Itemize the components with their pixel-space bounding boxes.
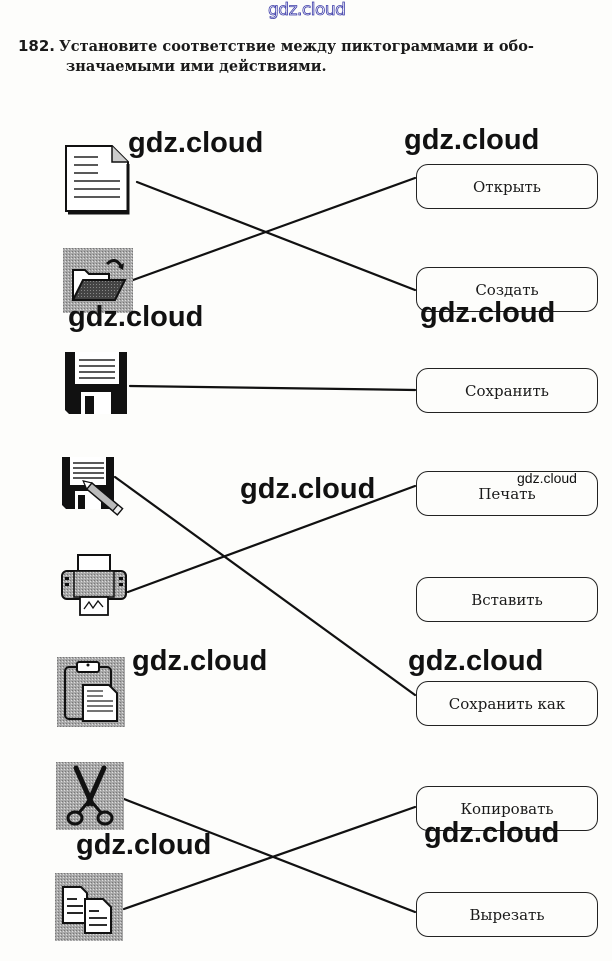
watermark: gdz.cloud	[240, 473, 376, 505]
action-box-cut[interactable]: Вырезать	[416, 892, 598, 937]
new-document-icon	[65, 145, 130, 215]
watermark: gdz.cloud	[76, 829, 212, 861]
save-floppy-icon	[65, 352, 127, 414]
action-label: Сохранить как	[448, 694, 566, 713]
line-open-to-open	[131, 176, 417, 282]
watermark: gdz.cloud	[68, 301, 204, 333]
task-text-line1: Установите соответствие между пиктограмм…	[59, 38, 534, 55]
line-print-to-print	[126, 484, 417, 594]
action-label: Сохранить	[465, 381, 549, 400]
action-label: Печать	[478, 484, 536, 503]
watermark: gdz.cloud	[128, 127, 264, 159]
watermark: gdz.cloud	[404, 124, 540, 156]
watermark: gdz.cloud	[424, 817, 560, 849]
open-folder-icon	[63, 248, 133, 313]
copy-documents-icon	[55, 873, 123, 941]
watermark-top: gdz.cloud	[268, 0, 347, 20]
action-label: Вырезать	[469, 905, 545, 924]
watermark: gdz.cloud	[408, 645, 544, 677]
line-save-to-save	[128, 384, 417, 392]
paste-clipboard-icon	[57, 657, 125, 727]
save-as-floppy-pencil-icon	[62, 457, 124, 516]
line-copy-to-copy	[122, 805, 417, 911]
watermark: gdz.cloud	[517, 470, 577, 486]
action-box-create[interactable]: Создать	[416, 267, 598, 312]
line-cut-to-cut	[122, 797, 417, 914]
line-saveas-to-saveas	[113, 475, 417, 697]
action-label: Открыть	[473, 177, 541, 196]
watermark: gdz.cloud	[420, 297, 556, 329]
action-box-open[interactable]: Открыть	[416, 164, 598, 209]
task-statement: 182.Установите соответствие между пиктог…	[18, 36, 598, 77]
task-text-line2: значаемыми ими действиями.	[66, 58, 327, 75]
line-new-to-create	[135, 180, 417, 292]
action-box-save[interactable]: Сохранить	[416, 368, 598, 413]
action-box-print[interactable]: Печать	[416, 471, 598, 516]
action-box-paste[interactable]: Вставить	[416, 577, 598, 622]
action-label: Вставить	[471, 590, 543, 609]
action-box-save-as[interactable]: Сохранить как	[416, 681, 598, 726]
task-number: 182.	[18, 37, 56, 55]
action-label: Копировать	[460, 799, 554, 818]
action-box-copy[interactable]: Копировать	[416, 786, 598, 831]
watermark: gdz.cloud	[132, 645, 268, 677]
action-label: Создать	[475, 280, 539, 299]
printer-icon	[61, 554, 127, 616]
scissors-icon	[56, 762, 124, 830]
